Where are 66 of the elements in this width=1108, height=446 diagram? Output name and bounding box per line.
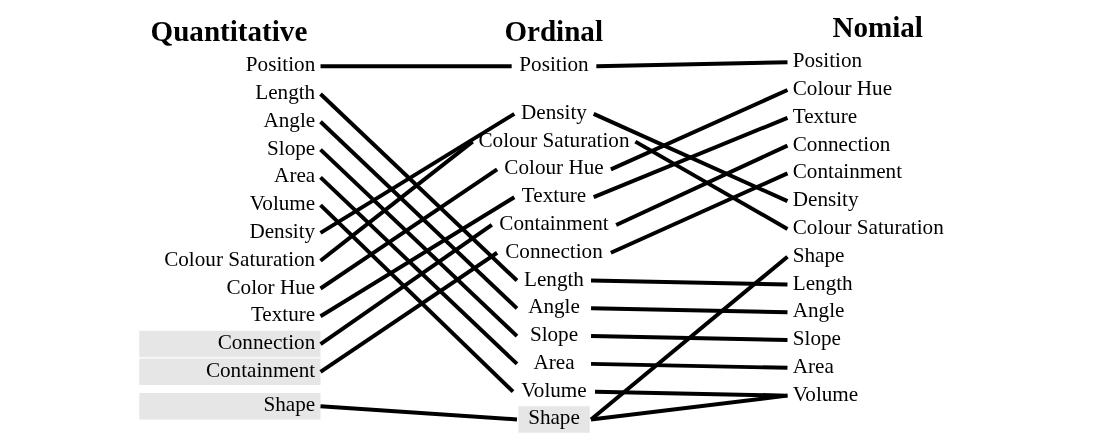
node-text: Connection	[792, 131, 891, 156]
node-text: Volume	[792, 381, 859, 406]
node-text: Color Hue	[226, 274, 316, 299]
connector	[610, 88, 789, 172]
connector	[319, 223, 493, 346]
node-text: Angle	[263, 107, 316, 132]
node-box: Connection	[139, 330, 321, 358]
connector	[591, 306, 788, 315]
node-text: Density	[249, 218, 316, 243]
connector	[319, 175, 519, 366]
label: Ordinal	[504, 14, 604, 47]
connector	[319, 120, 519, 310]
node-text: Angle	[528, 294, 580, 319]
node-text: Shape	[792, 242, 845, 267]
node-box: Shape	[139, 393, 321, 420]
node-text: Texture	[792, 103, 858, 128]
node-text: Length	[524, 266, 584, 291]
node-text: Area	[792, 353, 834, 378]
node-text: Volume	[521, 377, 587, 402]
connector	[319, 92, 519, 282]
node-text: Angle	[792, 298, 845, 323]
node-text: Slope	[529, 322, 579, 347]
node-text: Texture	[521, 183, 587, 208]
connector	[319, 148, 519, 338]
connector	[591, 278, 788, 287]
connector	[610, 171, 789, 255]
node-text: Position	[245, 52, 316, 77]
connector	[319, 251, 499, 374]
node-box: Shape	[518, 406, 590, 433]
connector	[319, 195, 516, 318]
connector	[319, 140, 474, 263]
node-text: Area	[533, 349, 575, 374]
connector	[320, 64, 512, 69]
node-text: Volume	[249, 191, 316, 216]
node-text: Area	[274, 163, 316, 188]
node-text: Colour Saturation	[478, 127, 630, 152]
connector	[320, 404, 518, 422]
node-text: Position	[792, 48, 863, 73]
node-text: Containment	[499, 211, 609, 236]
connector	[590, 393, 788, 422]
node-text: Slope	[792, 326, 841, 351]
node-text: Colour Hue	[792, 76, 893, 101]
node-text: Slope	[267, 135, 316, 160]
connector	[596, 60, 788, 69]
node-box: Containment	[139, 358, 321, 386]
connector	[589, 255, 789, 421]
connector	[634, 139, 789, 231]
node-text: Density	[792, 187, 859, 212]
connector	[591, 334, 788, 343]
node-text: Length	[792, 270, 853, 295]
label: Quantitative	[150, 14, 308, 47]
connector	[319, 112, 516, 235]
label: Nomial	[832, 10, 923, 43]
connector	[319, 167, 499, 291]
connector	[319, 203, 515, 394]
node-text: Position	[519, 52, 589, 77]
connector	[591, 361, 788, 370]
node-text: Connection	[505, 238, 603, 263]
node-text: Texture	[250, 302, 316, 327]
node-text: Density	[521, 99, 587, 124]
node-text: Colour Saturation	[792, 214, 944, 239]
node-text: Containment	[792, 159, 903, 184]
node-text: Length	[255, 80, 316, 105]
node-text: Colour Saturation	[164, 246, 316, 271]
node-text: Colour Hue	[504, 155, 604, 180]
connector	[615, 143, 789, 227]
